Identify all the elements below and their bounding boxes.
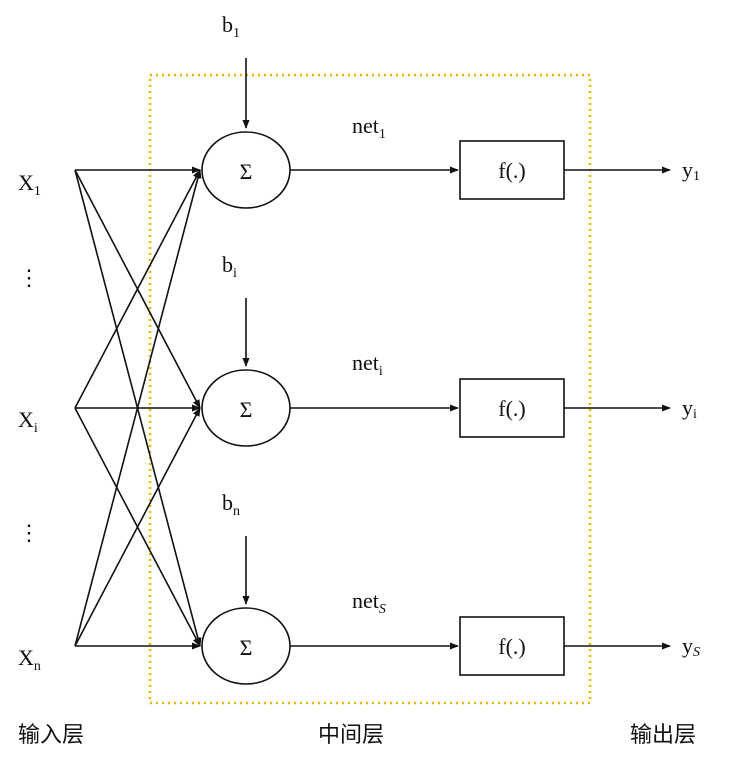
input-label-1: X1 <box>18 170 41 199</box>
activation-label-1: f(.) <box>498 158 525 183</box>
bias-label-1: b1 <box>222 12 240 41</box>
net-label-n: netS <box>352 588 386 617</box>
input-layer-label: 输入层 <box>18 723 84 748</box>
summation-nodes: Σ Σ Σ <box>201 131 291 685</box>
layer-labels: 输入层 中间层 输出层 <box>18 723 696 748</box>
net-label-1: net1 <box>352 113 386 142</box>
conn-xn-s1 <box>74 169 202 647</box>
sum-symbol-i: Σ <box>240 397 253 422</box>
output-label-1: y1 <box>682 157 700 184</box>
activation-boxes: f(.) f(.) f(.) <box>459 140 565 676</box>
input-ellipsis-2: ⋮ <box>18 520 40 545</box>
bias-label-n: bn <box>222 490 240 519</box>
output-label-n: yS <box>682 633 700 660</box>
net-label-i: neti <box>352 350 383 379</box>
activation-box-n <box>459 616 565 676</box>
sum-symbol-1: Σ <box>240 159 253 184</box>
conn-xn-si <box>74 407 201 647</box>
input-label-i: Xi <box>18 407 38 436</box>
sum-symbol-n: Σ <box>240 635 253 660</box>
conn-xi-s1 <box>74 169 201 409</box>
outputs: y1 yi yS <box>564 157 700 660</box>
hidden-layer-label: 中间层 <box>318 723 384 748</box>
output-layer-label: 输出层 <box>630 723 696 748</box>
bias-group: b1 bi bn <box>222 12 250 605</box>
input-labels: X1 Xi Xn ⋮ ⋮ <box>18 170 41 674</box>
input-connections <box>74 166 202 650</box>
activation-label-n: f(.) <box>498 634 525 659</box>
bias-label-i: bi <box>222 252 237 281</box>
output-label-i: yi <box>682 395 697 422</box>
net-connections: net1 neti netS <box>290 113 459 650</box>
input-label-n: Xn <box>18 645 41 674</box>
activation-box-i <box>459 378 565 438</box>
activation-label-i: f(.) <box>498 396 525 421</box>
input-ellipsis-1: ⋮ <box>18 265 40 290</box>
